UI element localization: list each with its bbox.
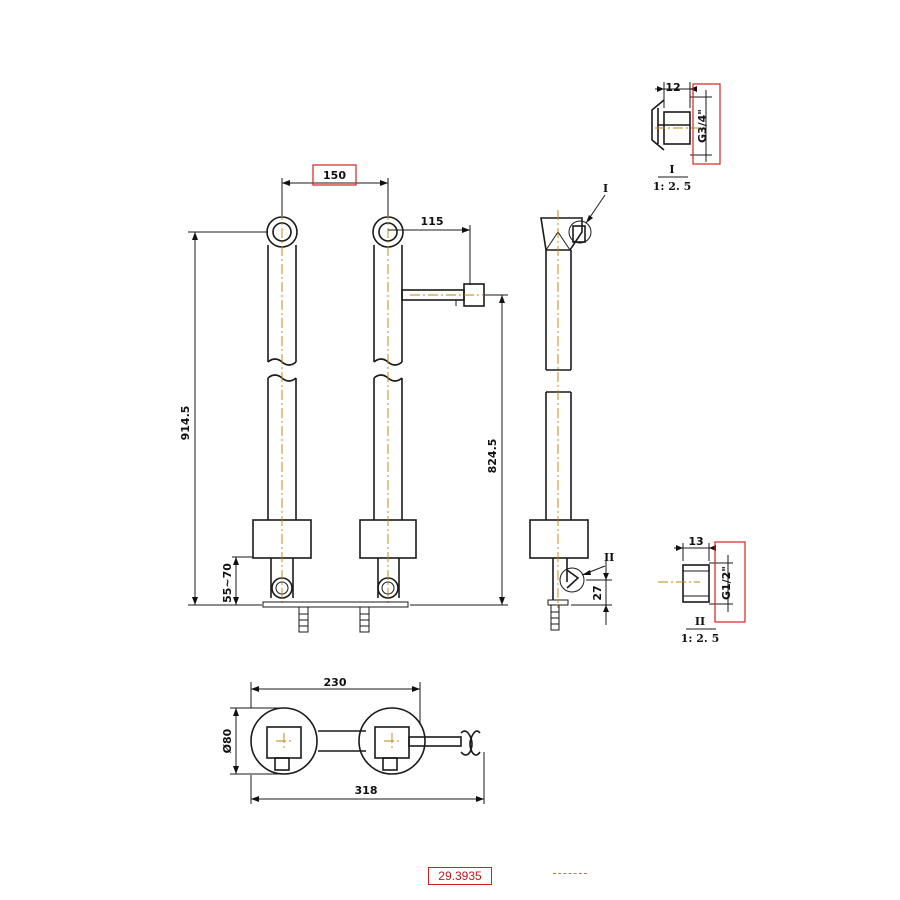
dimension-outlet-height: 824.5 [410,294,508,606]
dimension-total-height: 914.5 [179,231,268,606]
marker-2-label: II [604,551,614,564]
detail-2-view: 13 G1/2" II 1: 2. 5 [658,535,746,645]
plan-view [250,707,481,775]
detail-1-view: 12 G3/4" I 1: 2. 5 [651,81,721,193]
dimension-spacing-top: 150 [281,164,389,216]
dim-outlet-height: 824.5 [486,439,499,474]
marker-1-label: I [603,182,608,195]
detail-2-width: 13 [688,535,703,548]
dimension-outlet-offset: 115 [388,215,471,285]
dimension-plan-width: 318 [250,752,485,804]
centerline-legend-mark [553,873,587,876]
detail-2-scale: 1: 2. 5 [681,632,720,645]
dim-total-height: 914.5 [179,406,192,441]
dimension-wall-adjust: 55~70 [221,556,253,605]
dimension-plan-diameter: Ø80 [221,707,284,775]
detail-1-thread: G3/4" [696,109,709,143]
side-view [529,210,592,631]
detail-1-title: I [669,163,674,176]
dimension-bottom-inlet: 27 [571,560,612,625]
dim-plan-diameter: Ø80 [221,728,234,753]
dim-outlet-offset: 115 [421,215,444,228]
detail-1-width: 12 [665,81,680,94]
dim-wall-adjust: 55~70 [221,563,234,603]
dimension-plan-center: 230 [250,676,421,725]
detail-2-title: II [695,615,705,628]
detail-marker-1: I [585,182,608,224]
detail-1-scale: 1: 2. 5 [653,180,692,193]
dim-plan-center: 230 [324,676,347,689]
dim-bottom-inlet: 27 [591,585,604,600]
front-view-right-riser [359,210,490,605]
front-view-left-riser [252,210,312,605]
dim-spacing-top: 150 [323,169,346,182]
detail-2-thread: G1/2" [720,566,733,600]
dim-plan-width: 318 [355,784,378,797]
detail-marker-2: II [581,551,614,576]
product-code-label: 29.3935 [428,867,492,885]
base-plate [262,601,409,633]
